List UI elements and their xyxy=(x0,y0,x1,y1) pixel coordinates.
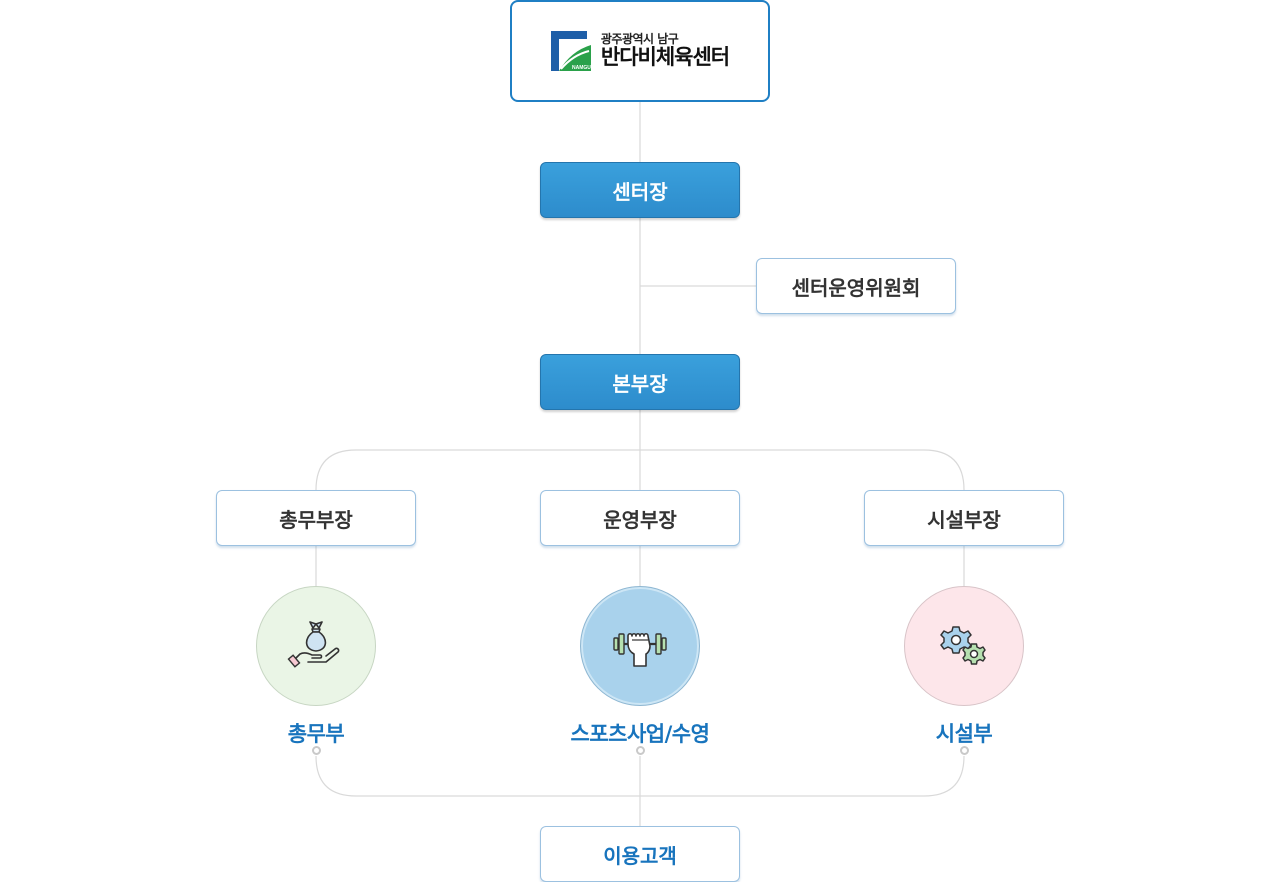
gears-icon xyxy=(940,626,986,665)
connector-dot xyxy=(311,746,321,755)
node-committee: 센터운영위원회 xyxy=(756,258,956,314)
dept-facilities: 시설부 xyxy=(935,722,993,746)
namgu-logo-icon: NAMGU xyxy=(550,31,591,71)
node-operations-manager: 운영부장 xyxy=(540,490,740,546)
dept-general-affairs: 총무부 xyxy=(287,722,345,746)
connector-dot xyxy=(635,746,645,755)
node-facilities-manager: 시설부장 xyxy=(864,490,1064,546)
node-head-manager: 본부장 xyxy=(540,354,740,410)
dept-sports-swimming: 스포츠사업/수영 xyxy=(570,722,710,746)
logo-title: 반다비체육센터 xyxy=(600,45,730,70)
sports-circle xyxy=(580,586,700,706)
logo-text: 광주광역시 남구 반다비체육센터 xyxy=(600,31,730,70)
general-affairs-circle xyxy=(256,586,376,706)
dumbbell-fist-icon xyxy=(613,632,667,667)
node-general-affairs-manager: 총무부장 xyxy=(216,490,416,546)
logo-subtitle: 광주광역시 남구 xyxy=(600,31,679,46)
node-customer: 이용고객 xyxy=(540,826,740,882)
logo-box: NAMGU 광주광역시 남구 반다비체육센터 xyxy=(510,0,770,102)
money-bag-hand-icon xyxy=(287,621,340,668)
connector-dot xyxy=(959,746,969,755)
node-director: 센터장 xyxy=(540,162,740,218)
emblem-text: NAMGU xyxy=(572,65,591,71)
facilities-circle xyxy=(904,586,1024,706)
